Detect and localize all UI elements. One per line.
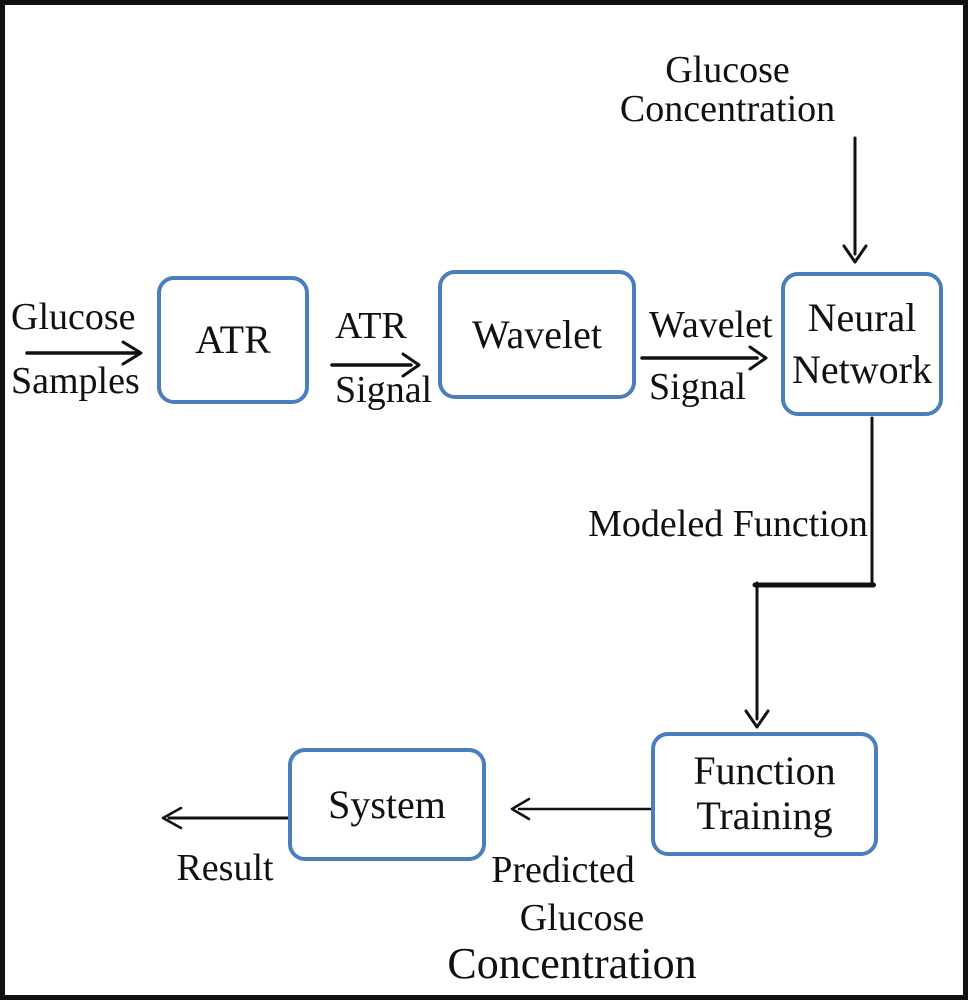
system-box: System <box>288 748 486 861</box>
neural-network-box-label-line1: Neural <box>807 295 917 340</box>
atr-box: ATR <box>157 276 309 404</box>
arrow-glucose-concentration-to-neural-network <box>842 136 868 264</box>
predicted-glucose-concentration-label-line3: Concentration <box>447 939 697 988</box>
arrow-system-to-result <box>161 806 290 830</box>
wavelet-box: Wavelet <box>438 270 636 399</box>
arrow-atr-to-wavelet <box>330 352 421 378</box>
neural-network-box: Neural Network <box>781 272 943 416</box>
function-training-box-label-line2: Training <box>696 793 833 838</box>
atr-box-label: ATR <box>195 317 271 362</box>
wavelet-box-label: Wavelet <box>471 311 603 357</box>
predicted-glucose-concentration-label-line1: Predicted <box>491 849 635 891</box>
predicted-glucose-concentration-label-line2: Glucose <box>519 897 645 939</box>
arrow-function-training-to-system <box>510 797 654 821</box>
glucose-concentration-label-line2: Concentration <box>619 88 836 130</box>
arrow-layer <box>25 136 876 830</box>
modeled-function-label: Modeled Function <box>588 503 868 545</box>
arrow-wavelet-to-neural-network <box>640 345 768 371</box>
atr-signal-label-line2: Signal <box>335 369 433 411</box>
neural-network-box-label-line2: Network <box>792 347 932 392</box>
atr-signal-label-line1: ATR <box>335 305 407 347</box>
glucose-samples-label-line1: Glucose <box>11 296 136 338</box>
result-label: Result <box>176 847 274 889</box>
wavelet-signal-label-line2: Signal <box>649 366 747 408</box>
wavelet-signal-label-line1: Wavelet <box>649 304 773 346</box>
connector-neural-network-to-function-training <box>744 416 876 729</box>
function-training-box: Function Training <box>651 732 878 856</box>
glucose-concentration-label-line1: Glucose <box>665 49 790 91</box>
system-box-label: System <box>328 781 446 827</box>
arrow-glucose-samples-to-atr <box>25 340 143 366</box>
glucose-samples-label-line2: Samples <box>11 360 140 402</box>
function-training-box-label-line1: Function <box>693 748 836 794</box>
